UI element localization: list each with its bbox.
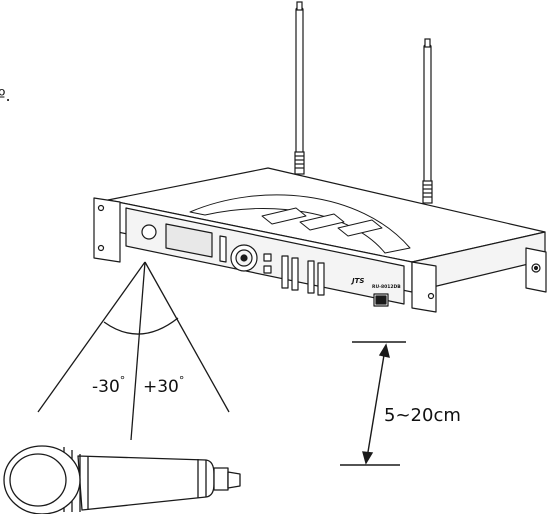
distance-label: 5~20cm [384,405,461,426]
rack-receiver-icon [93,167,547,313]
antenna-icon [294,1,433,204]
corner-text: º. [0,86,11,105]
angle-cone [37,261,230,441]
brand-logo: JTS [350,277,364,285]
distance-indicator [340,341,406,466]
angle-left-label: -30° [92,374,125,397]
model-label: RU-8012DB [372,284,401,290]
handheld-microphone-icon [3,445,241,514]
angle-right-label: +30° [143,374,184,397]
